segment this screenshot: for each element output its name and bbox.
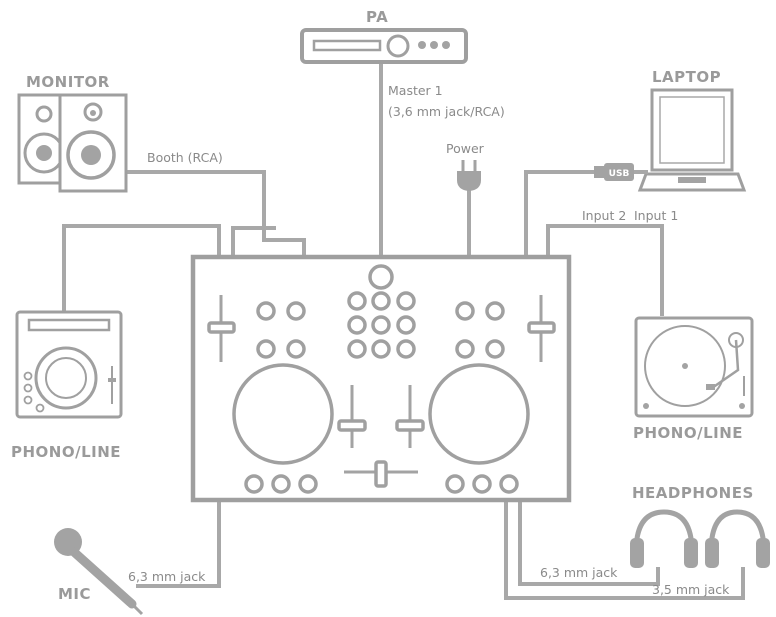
mic-cable (136, 500, 221, 588)
power-label: Power (446, 141, 485, 156)
laptop: USB (594, 88, 747, 192)
pa-label: PA (366, 8, 388, 26)
channel-fader-left (337, 385, 367, 448)
headphones-label: HEADPHONES (632, 484, 754, 502)
pa-led (418, 41, 426, 49)
phono-left-cable-2 (231, 226, 276, 257)
headphone-cable-35 (518, 500, 660, 586)
booth-cable (126, 170, 306, 257)
power-plug-icon (457, 160, 481, 191)
right-transport-buttons (445, 474, 519, 494)
laptop-label: LAPTOP (652, 68, 721, 86)
input1-label: Input 1 (634, 208, 678, 223)
master-knob (368, 264, 394, 290)
pa-led (430, 41, 438, 49)
mic-label: MIC (58, 585, 91, 603)
master-jack-label: (3,6 mm jack/RCA) (388, 104, 505, 119)
headphones-icon (630, 509, 770, 568)
phono-right-cable (546, 224, 664, 316)
crossfader (344, 460, 418, 488)
phono-right-turntable (634, 316, 754, 418)
left-deck-knobs (256, 301, 306, 359)
pa-knob (386, 34, 410, 58)
headphone-cable-63 (504, 500, 745, 600)
monitor-label: MONITOR (26, 73, 110, 91)
input2-label: Input 2 (582, 208, 626, 223)
mic-jack-label: 6,3 mm jack (128, 569, 206, 584)
cables (62, 62, 745, 600)
pitch-fader-right (527, 295, 556, 362)
phono-left-label: PHONO/LINE (11, 443, 121, 461)
phono-left-player (15, 310, 123, 419)
labels: PA MONITOR LAPTOP PHONO/LINE PHONO/LINE … (11, 8, 754, 603)
pitch-fader-left (207, 295, 236, 362)
left-transport-buttons (244, 474, 318, 494)
jog-wheel-left (232, 363, 334, 465)
usb-cable (524, 170, 596, 257)
phono-left-cable-1 (62, 224, 221, 312)
jog-wheel-right (428, 363, 530, 465)
dj-controller (190, 254, 572, 503)
channel-fader-right (395, 385, 425, 448)
hp-jack-35-label: 3,5 mm jack (652, 582, 730, 597)
mic-icon (54, 528, 144, 616)
usb-plug-icon: USB (594, 163, 634, 181)
hp-jack-63-label: 6,3 mm jack (540, 565, 618, 580)
right-deck-knobs (455, 301, 505, 359)
pa-led (442, 41, 450, 49)
monitor-speakers (17, 93, 128, 193)
phono-right-label: PHONO/LINE (633, 424, 743, 442)
usb-label: USB (609, 169, 630, 179)
center-knobs (347, 291, 416, 359)
booth-label: Booth (RCA) (147, 150, 223, 165)
master-label: Master 1 (388, 83, 443, 98)
pa-display (312, 39, 382, 52)
pa-device (300, 28, 468, 64)
